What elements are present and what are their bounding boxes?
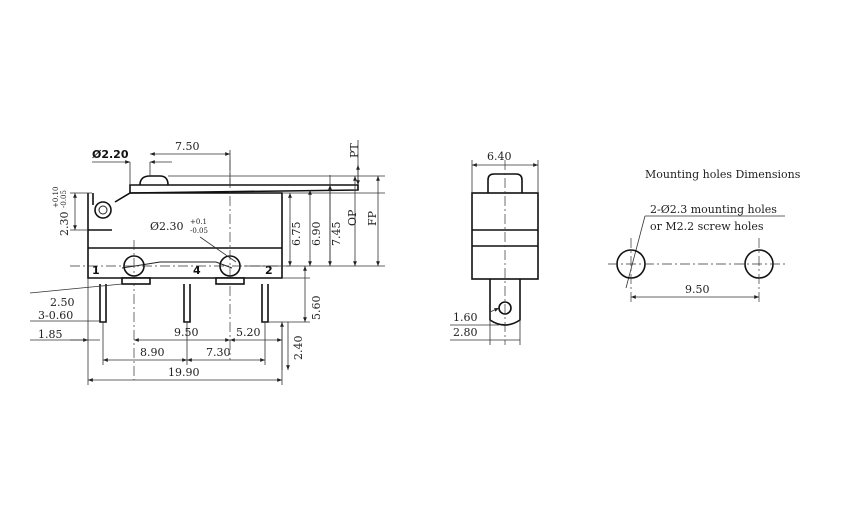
dim-560: 5.60 — [310, 296, 323, 321]
pin-2 — [261, 284, 269, 323]
hole-diameter-dim: Ø2.20 — [92, 148, 129, 161]
hinge-loop — [94, 201, 112, 219]
front-view: 1 4 2 Ø2.20 7.50 2.30 +0.10 -0.05 Ø2.30 … — [29, 140, 385, 385]
dim-250: 2.50 — [50, 296, 75, 309]
mounting-holes-view: Mounting holes Dimensions 2-Ø2.3 mountin… — [608, 168, 801, 305]
pin-label-4: 4 — [193, 264, 201, 277]
dim-230-tol-lower: -0.05 — [60, 190, 68, 208]
dim-520: 5.20 — [236, 326, 261, 339]
dim-230-tol-upper: +0.10 — [52, 187, 60, 208]
dim-745: 7.45 — [330, 222, 343, 247]
hole2-dim-base: Ø2.30 — [150, 220, 184, 233]
pin-label-2: 2 — [265, 264, 273, 277]
dim-280: 2.80 — [453, 326, 478, 339]
side-view: 6.40 1.60 2.80 — [450, 150, 539, 345]
dim-890: 8.90 — [140, 346, 165, 359]
dim-675: 6.75 — [290, 222, 303, 247]
lever-arm — [129, 184, 359, 194]
fp-label: FP — [366, 210, 379, 226]
dim-185: 1.85 — [38, 328, 63, 341]
mounting-note-line1: 2-Ø2.3 mounting holes — [650, 203, 777, 216]
pin-label-1: 1 — [92, 264, 100, 277]
mounting-note-line2: or M2.2 screw holes — [650, 220, 764, 233]
pin-1 — [99, 284, 107, 323]
pin-4 — [183, 284, 191, 323]
dim-690: 6.90 — [310, 222, 323, 247]
hole2-tol-upper: +0.1 — [190, 218, 207, 226]
actuator-button — [139, 175, 169, 186]
lever-offset-dim: 7.50 — [175, 140, 200, 153]
dim-950: 9.50 — [174, 326, 199, 339]
dim-230-base: 2.30 — [58, 212, 71, 237]
op-label: OP — [346, 209, 359, 226]
dim-240: 2.40 — [292, 336, 305, 361]
pt-label: PT — [348, 143, 361, 158]
mounting-spacing-dim: 9.50 — [685, 283, 710, 296]
hinge-pin — [98, 205, 108, 215]
hole2-tol-lower: -0.05 — [190, 227, 208, 235]
mounting-title: Mounting holes Dimensions — [645, 168, 801, 181]
dim-730: 7.30 — [206, 346, 231, 359]
side-width-dim: 6.40 — [487, 150, 512, 163]
dim-1990: 19.90 — [168, 366, 200, 379]
dim-160: 1.60 — [453, 311, 478, 324]
dim-pins: 3-0.60 — [38, 309, 73, 322]
switch-body — [87, 192, 283, 279]
